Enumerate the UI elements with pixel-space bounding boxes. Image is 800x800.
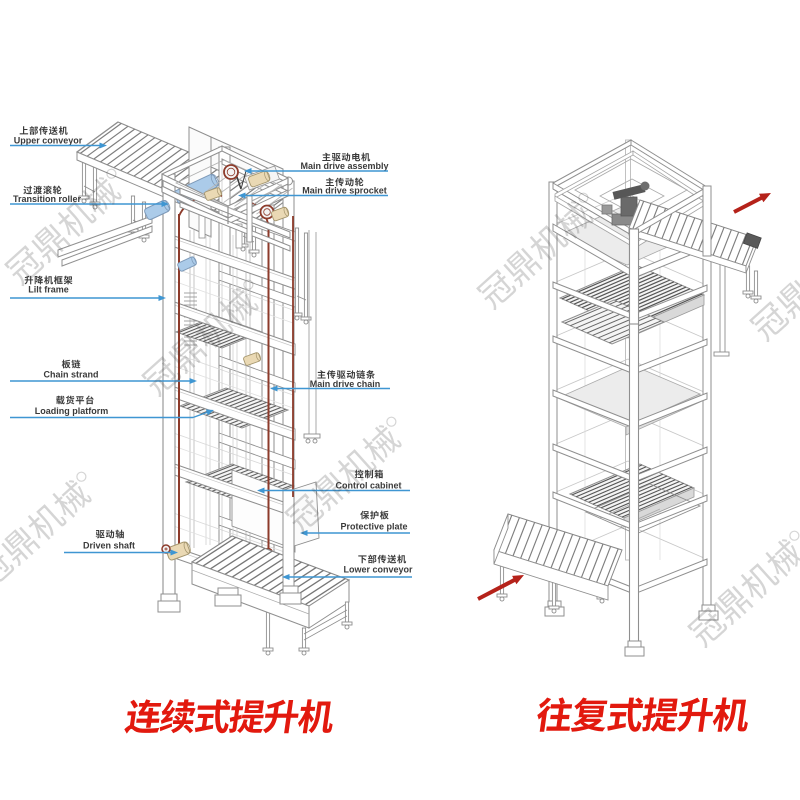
svg-text:Transition roller: Transition roller — [13, 194, 82, 204]
svg-text:Main drive chain: Main drive chain — [310, 379, 381, 389]
svg-text:Lower conveyor: Lower conveyor — [343, 565, 413, 575]
svg-text:Protective plate: Protective plate — [340, 522, 407, 532]
svg-text:Driven shaft: Driven shaft — [83, 541, 135, 551]
svg-text:Control cabinet: Control cabinet — [335, 481, 401, 491]
svg-text:Loading platform: Loading platform — [35, 406, 109, 416]
svg-text:Main drive sprocket: Main drive sprocket — [302, 186, 387, 196]
svg-text:Chain strand: Chain strand — [43, 370, 98, 380]
svg-text:Upper conveyor: Upper conveyor — [14, 136, 83, 146]
svg-text:Main drive assembly: Main drive assembly — [300, 161, 388, 171]
svg-text:Lilt frame: Lilt frame — [28, 285, 69, 295]
